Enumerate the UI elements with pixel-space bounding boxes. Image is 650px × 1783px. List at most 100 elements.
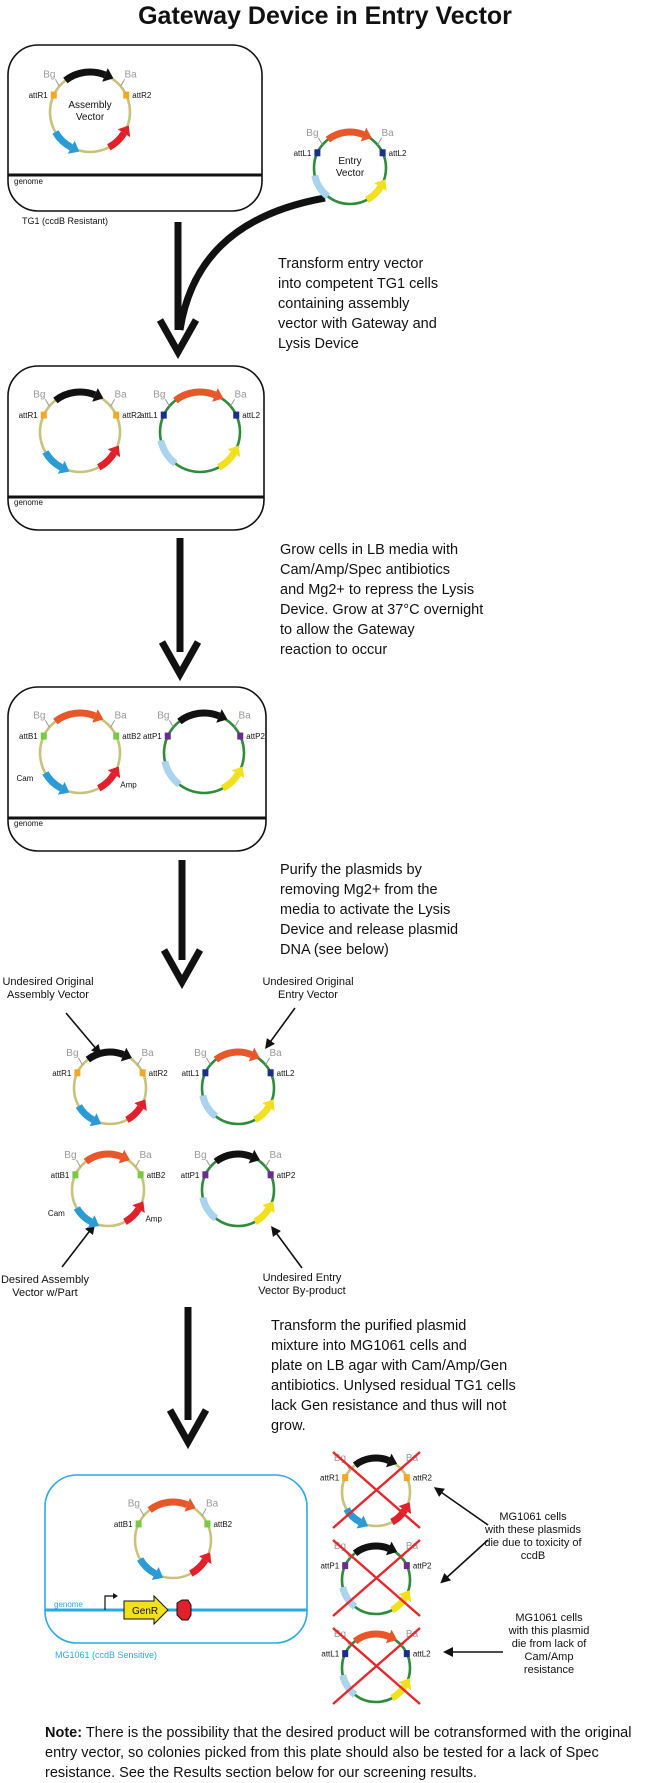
right-marker xyxy=(106,131,127,151)
site-left xyxy=(160,411,167,419)
ccdb-arrow-head xyxy=(385,1541,398,1556)
right-marker xyxy=(123,1207,142,1225)
left-marker xyxy=(157,439,178,467)
site-right xyxy=(267,1171,274,1179)
terminator-icon xyxy=(176,1599,192,1621)
part-arrow xyxy=(147,1498,189,1513)
right-marker-head xyxy=(398,1590,412,1602)
vector-name: Entry xyxy=(338,156,361,167)
bg-site-label: Bg xyxy=(43,69,55,80)
site-right-label: attR2 xyxy=(122,411,142,420)
right-marker-head xyxy=(398,1678,412,1690)
ccdb-arrow xyxy=(85,1048,125,1063)
part-arrow xyxy=(352,1630,391,1645)
bg-site-label: Bg xyxy=(64,1150,76,1161)
site-right xyxy=(139,1069,146,1077)
entry-vector-plasmid: attL1 attL2 Bg Ba xyxy=(140,388,261,474)
note-text: There is the possibility that the desire… xyxy=(45,1725,632,1781)
site-left xyxy=(342,1474,349,1482)
site-right xyxy=(113,732,120,740)
ba-site-label: Ba xyxy=(239,710,252,721)
right-marker xyxy=(189,1558,209,1577)
left-marker xyxy=(343,1507,362,1526)
site-right xyxy=(204,1520,211,1528)
site-right xyxy=(403,1650,410,1658)
site-right-label: attB2 xyxy=(122,732,141,741)
site-right xyxy=(237,732,244,740)
site-left-label: attP1 xyxy=(320,1562,339,1571)
site-left xyxy=(342,1650,349,1658)
left-marker xyxy=(339,1674,358,1698)
right-marker xyxy=(96,451,117,471)
site-right xyxy=(113,411,120,419)
bg-site-label: Bg xyxy=(128,1499,140,1510)
step-2-text: Grow cells in LB media with Cam/Amp/Spec… xyxy=(280,542,484,658)
right-marker-head xyxy=(262,1099,275,1111)
right-marker-head xyxy=(117,125,131,138)
left-marker-head xyxy=(67,140,80,154)
genome-label: genome xyxy=(14,819,43,828)
left-marker-head xyxy=(87,1215,100,1229)
right-marker xyxy=(390,1595,408,1614)
ccdb-arrow xyxy=(352,1454,391,1469)
ccdb-arrow xyxy=(352,1542,391,1557)
site-left xyxy=(74,1069,81,1077)
ccdb-arrow xyxy=(177,709,221,725)
site-right xyxy=(267,1069,274,1077)
site-left-label: attR1 xyxy=(320,1474,340,1483)
bg-site-label: Bg xyxy=(33,710,45,721)
bg-site-label: Bg xyxy=(157,710,169,721)
site-right-label: attR2 xyxy=(413,1474,433,1483)
left-marker-head xyxy=(57,460,70,474)
site-left-label: attB1 xyxy=(114,1520,133,1529)
ccdb-arrow-head xyxy=(248,1149,260,1164)
site-right-label: attP2 xyxy=(277,1171,296,1180)
vector-name: Vector xyxy=(76,112,105,123)
tg1-cell-1: genome xyxy=(7,44,263,212)
site-right-label: attB2 xyxy=(147,1171,166,1180)
ccdb-arrow xyxy=(53,388,97,404)
site-right-label: attL2 xyxy=(242,411,260,420)
site-right-label: attP2 xyxy=(246,732,265,741)
site-left xyxy=(202,1069,209,1077)
ba-site-label: Ba xyxy=(141,1048,154,1059)
part-arrow xyxy=(213,1048,253,1063)
site-left-label: attL1 xyxy=(140,411,158,420)
site-left-label: attB1 xyxy=(19,732,38,741)
site-right xyxy=(137,1171,144,1179)
right-marker xyxy=(216,451,237,471)
part-arrow-head xyxy=(92,709,104,723)
left-marker-head xyxy=(57,781,70,795)
genome-label: genome xyxy=(14,498,43,507)
bg-site-label: Bg xyxy=(153,389,165,400)
tg1-cell-3: genome xyxy=(7,686,267,852)
right-marker-head xyxy=(198,1552,212,1565)
right-marker xyxy=(365,185,384,203)
part-arrow-head xyxy=(212,388,224,402)
cam-label: Cam xyxy=(16,774,33,783)
flow-arrows xyxy=(156,194,326,1450)
page-title: Gateway Device in Entry Vector xyxy=(138,2,512,30)
step-4-text: Transform the purified plasmid mixture i… xyxy=(271,1318,516,1434)
ccdb-arrow xyxy=(213,1150,253,1165)
right-marker xyxy=(390,1683,408,1702)
right-marker-head xyxy=(107,445,121,458)
left-marker xyxy=(42,771,64,792)
ba-site-label: Ba xyxy=(235,389,248,400)
site-left-label: attP1 xyxy=(143,732,162,741)
amp-label: Amp xyxy=(120,780,137,789)
part-arrow xyxy=(325,128,365,143)
tg1-caption: TG1 (ccdB Resistant) xyxy=(22,216,108,226)
left-marker-head xyxy=(89,1113,102,1127)
site-left xyxy=(314,149,321,157)
byproduct-plasmid: attP1 attP2 Bg Ba xyxy=(143,709,265,795)
part-arrow-head xyxy=(118,1149,130,1164)
right-marker xyxy=(390,1507,408,1526)
